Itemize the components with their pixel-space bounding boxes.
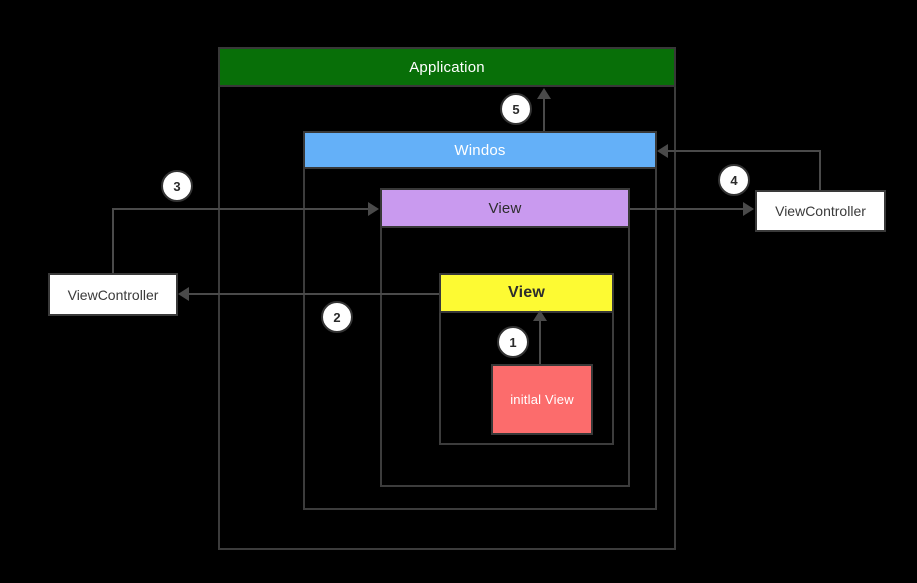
view-inner-label: View [508,284,545,301]
connector-left-viewcontroller-up [112,208,114,273]
initial-view-box: initlal View [491,364,593,435]
view-controller-right-box: ViewController [755,190,886,232]
arrowhead-right-icon [368,202,379,216]
view-inner-box: View [439,273,614,313]
arrowhead-up-icon [533,310,547,321]
step-badge-3: 3 [161,170,193,202]
step-badge-5: 5 [500,93,532,125]
connector-windows-to-application [543,98,545,131]
view-controller-left-label: ViewController [67,286,159,303]
connector-initialview-to-view [539,320,541,364]
view-controller-right-label: ViewController [775,203,866,219]
arrowhead-left-icon [657,144,668,158]
step-badge-3-label: 3 [173,178,181,194]
view-outer-label: View [488,199,522,217]
step-badge-2: 2 [321,301,353,333]
connector-right-viewcontroller-to-windows [668,150,821,152]
connector-left-viewcontroller-to-view [112,208,368,210]
arrowhead-left-icon [178,287,189,301]
connector-right-viewcontroller-up [819,150,821,190]
arrowhead-up-icon [537,88,551,99]
connector-view-to-left-viewcontroller [189,293,439,295]
step-badge-2-label: 2 [333,309,341,325]
step-badge-5-label: 5 [512,101,520,117]
application-box: Application [218,47,676,87]
arrowhead-right-icon [743,202,754,216]
view-outer-box: View [380,188,630,228]
connector-view-to-right-viewcontroller [630,208,743,210]
step-badge-1: 1 [497,326,529,358]
windows-label: Windos [454,141,506,159]
application-label: Application [409,58,485,76]
windows-box: Windos [303,131,657,169]
step-badge-1-label: 1 [509,334,517,350]
initial-view-label: initlal View [510,392,574,407]
step-badge-4-label: 4 [730,172,738,188]
step-badge-4: 4 [718,164,750,196]
view-controller-left-box: ViewController [48,273,178,316]
